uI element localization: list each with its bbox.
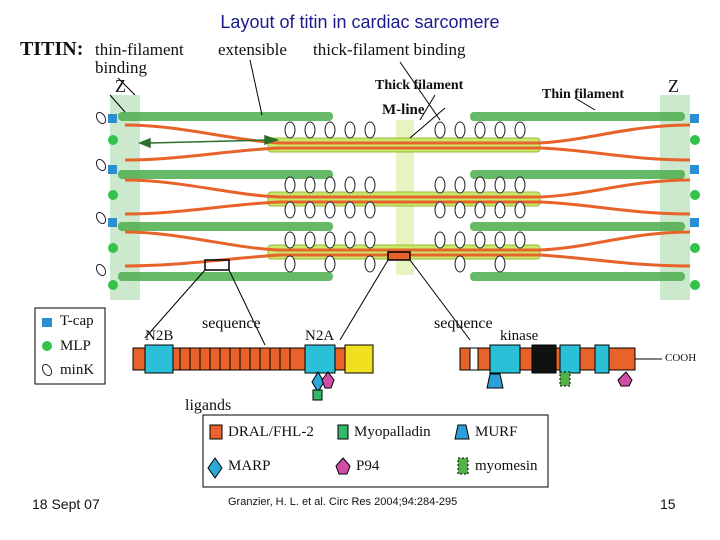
mlp-legend-label: MLP xyxy=(60,338,91,354)
thin-filament-binding-label-1: thin-filament xyxy=(95,40,184,59)
kinase-label: kinase xyxy=(500,328,539,344)
mink-legend-label: minK xyxy=(60,362,95,378)
m-line-label: M-line xyxy=(382,102,425,118)
z-left-label: Z xyxy=(115,76,126,96)
murf-swatch xyxy=(454,424,470,440)
n2a-label: N2A xyxy=(305,328,335,344)
titin-label: TITIN: xyxy=(20,38,84,60)
myomesin-swatch xyxy=(457,457,469,475)
thin-filaments xyxy=(118,112,685,281)
n2b-label: N2B xyxy=(145,328,174,344)
ligand-legend-box xyxy=(202,414,549,488)
sequence-right-label: sequence xyxy=(434,315,493,332)
thick-filament-binding-label: thick-filament binding xyxy=(313,40,466,59)
side-legend-box xyxy=(34,307,106,385)
p94-legend-label: P94 xyxy=(356,458,380,474)
footer-page-number: 15 xyxy=(660,496,676,512)
dral-swatch xyxy=(209,424,223,440)
extensible-label: extensible xyxy=(218,40,287,59)
myomesin-legend-label: myomesin xyxy=(475,458,538,474)
extensible-arrow xyxy=(137,134,280,149)
p94-swatch xyxy=(335,457,351,475)
footer-date: 18 Sept 07 xyxy=(32,496,100,512)
myopalladin-swatch xyxy=(337,424,349,440)
thick-filament-label: Thick filament xyxy=(375,78,464,93)
t-cap-legend-label: T-cap xyxy=(60,313,94,329)
cooh-label: COOH xyxy=(665,352,697,364)
thin-filament-binding-label-2: binding xyxy=(95,58,147,77)
murf-legend-label: MURF xyxy=(475,424,518,440)
mlp-swatch xyxy=(42,341,52,351)
sequence-left-label: sequence xyxy=(202,315,261,332)
mink-swatch xyxy=(41,363,53,377)
myopalladin-legend-label: Myopalladin xyxy=(354,424,431,440)
dral-legend-label: DRAL/FHL-2 xyxy=(228,424,314,440)
z-disk-markers xyxy=(95,111,700,290)
ligand-markers xyxy=(311,371,633,401)
myosin-heads xyxy=(284,121,526,273)
marp-legend-label: MARP xyxy=(228,458,271,474)
footer-citation: Granzier, H. L. et al. Circ Res 2004;94:… xyxy=(228,496,458,508)
titin-sequence-left xyxy=(132,344,374,374)
pointer-lines xyxy=(109,59,596,346)
marp-swatch xyxy=(207,457,223,479)
slide-title: Layout of titin in cardiac sarcomere xyxy=(220,12,500,32)
t-cap-swatch xyxy=(42,318,52,327)
sequence-box-right xyxy=(387,251,411,261)
sequence-box-left xyxy=(204,259,230,271)
ligands-label: ligands xyxy=(185,397,232,414)
titin-sequence-right xyxy=(459,344,662,374)
z-right-label: Z xyxy=(668,76,679,96)
thin-filament-label: Thin filament xyxy=(542,87,625,102)
